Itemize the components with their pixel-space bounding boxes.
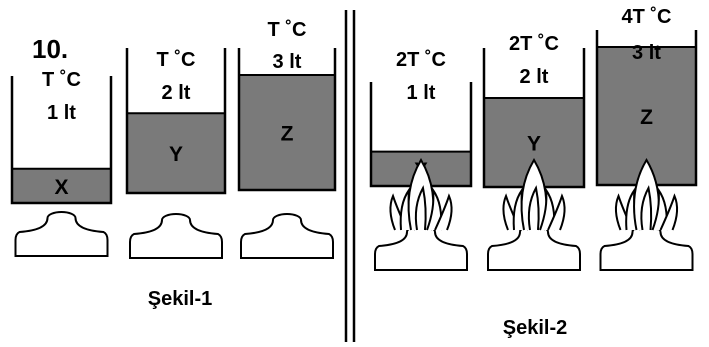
temperature-label-fig2-y: 2T ˚C <box>509 32 559 55</box>
flame-icon <box>502 158 566 231</box>
volume-label-fig2-y: 2 lt <box>520 66 549 88</box>
liquid-label-fig2-y: Y <box>527 133 541 156</box>
liquid-fig1-y <box>127 113 225 193</box>
burner-fig1-y <box>129 213 223 259</box>
burner-fig1-x <box>14 211 109 257</box>
volume-label-fig1-x: 1 lt <box>47 102 76 124</box>
liquid-fig1-z <box>239 74 335 190</box>
caption-sekil-1: Şekil-1 <box>148 288 212 310</box>
beaker-fig1-z <box>237 48 337 192</box>
volume-label-fig2-z: 3 lt <box>632 42 661 64</box>
temperature-label-fig1-x: T ˚C <box>42 68 81 91</box>
liquid-label-fig1-x: X <box>54 176 68 199</box>
temperature-label-fig1-z: T ˚C <box>268 18 307 41</box>
caption-sekil-2: Şekil-2 <box>503 317 567 339</box>
burner-fig2-y <box>487 225 581 271</box>
beaker-fig1-y <box>125 48 227 195</box>
liquid-label-fig1-y: Y <box>169 143 183 166</box>
temperature-label-fig2-z: 4T ˚C <box>622 5 672 28</box>
liquid-label-fig1-z: Z <box>281 122 294 145</box>
volume-label-fig1-y: 2 lt <box>162 82 191 104</box>
burner-fig2-z <box>599 225 694 271</box>
volume-label-fig1-z: 3 lt <box>273 51 302 73</box>
temperature-label-fig1-y: T ˚C <box>157 48 196 71</box>
question-number: 10. <box>32 34 68 64</box>
liquid-fig1-x <box>12 168 111 203</box>
beaker-fig1-x <box>10 76 113 205</box>
flame-icon <box>614 158 679 231</box>
burner-fig1-z <box>240 213 334 259</box>
burner-fig2-x <box>374 225 468 271</box>
liquid-label-fig2-z: Z <box>640 106 653 129</box>
temperature-label-fig2-x: 2T ˚C <box>396 48 446 71</box>
volume-label-fig2-x: 1 lt <box>407 82 436 104</box>
flame-icon <box>389 158 453 231</box>
